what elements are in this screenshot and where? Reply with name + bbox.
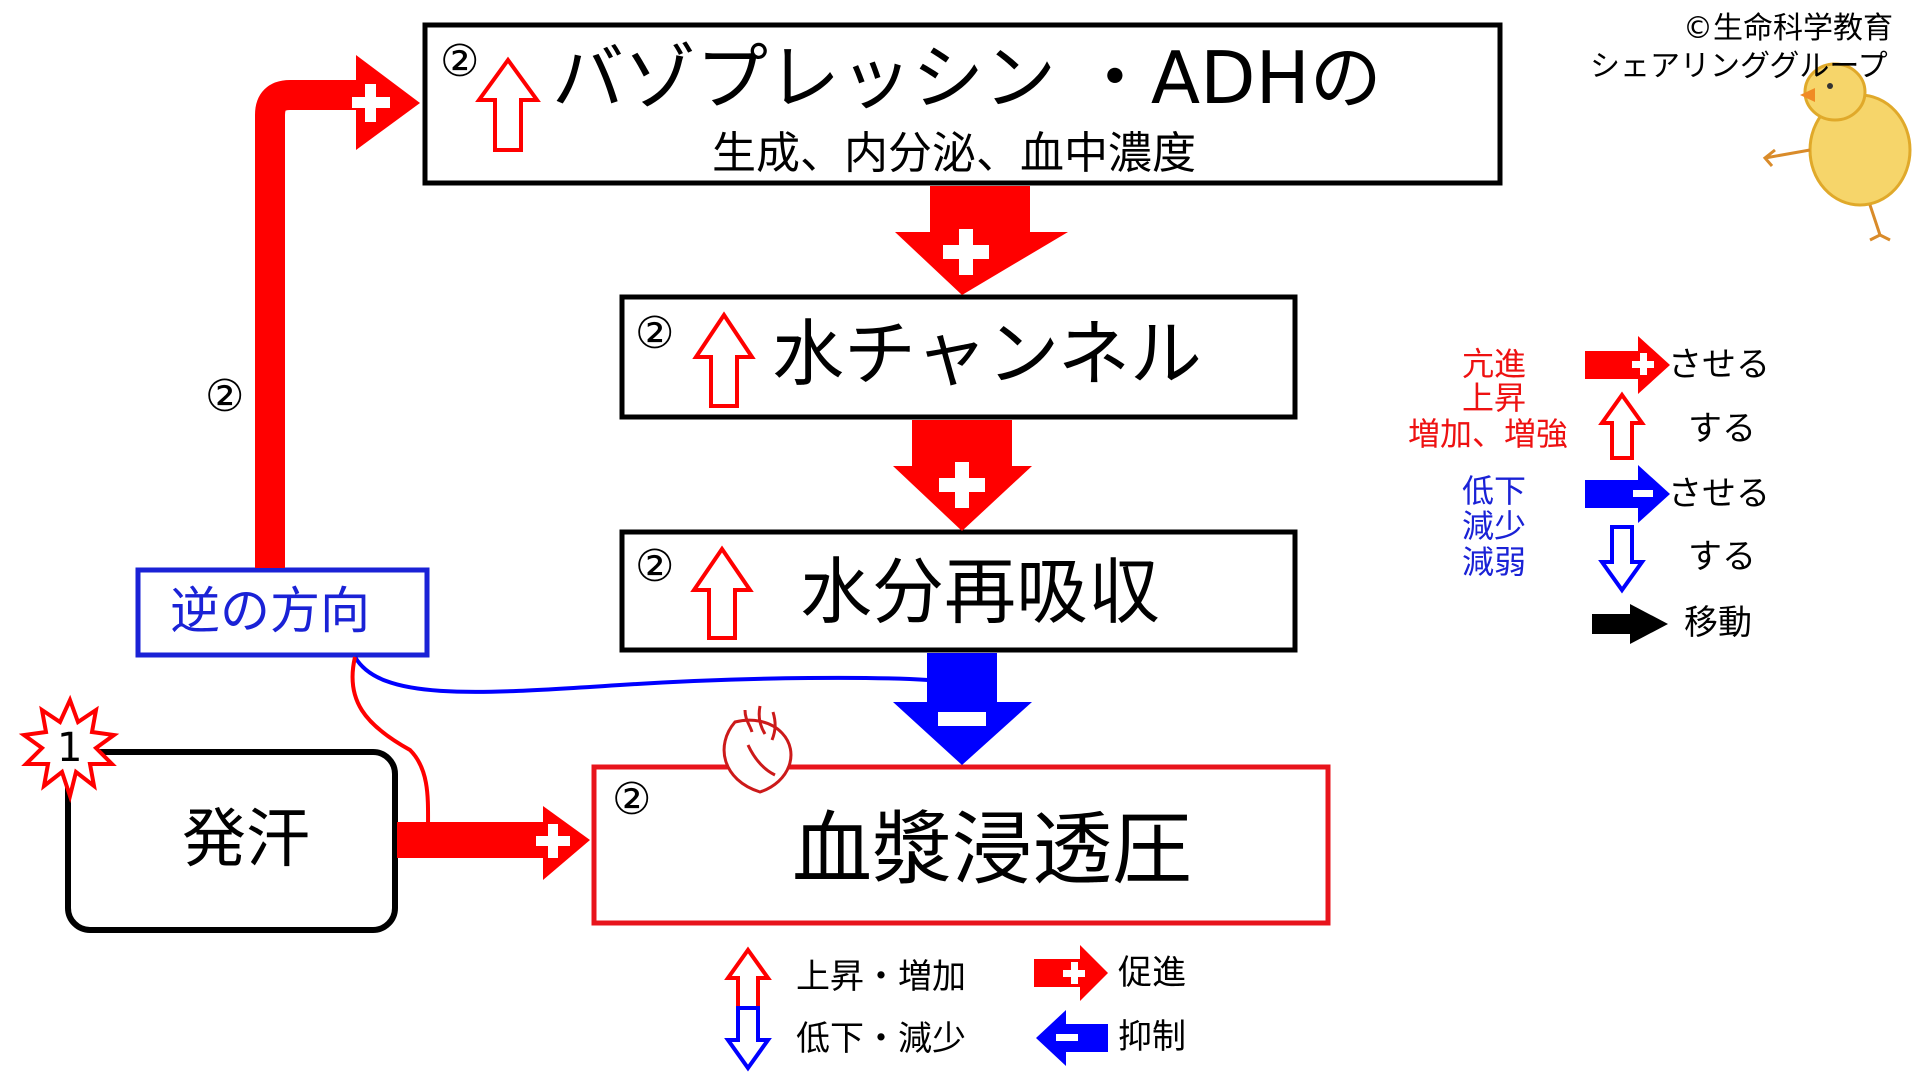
adh-to-channel-head — [895, 232, 1068, 295]
plasma-step-number: ② — [612, 774, 652, 825]
feedback-promote-path — [255, 80, 358, 568]
legend-inhibit-head — [1638, 465, 1670, 523]
sweating-badge-number: 1 — [57, 725, 83, 771]
sweating-box — [65, 749, 398, 933]
feedback-step-number: ② — [205, 371, 245, 422]
channel-to-reabs-shaft — [912, 420, 1012, 468]
copyright-line1: ©生命科学教育 — [1683, 11, 1893, 46]
bottom-inhibit-minus — [1056, 1034, 1078, 1041]
adh-box — [422, 22, 1503, 186]
adh-step-number: ② — [440, 36, 480, 87]
plasma-title: 血漿浸透圧 — [792, 803, 1192, 896]
legend-promote-plus-v — [1640, 353, 1647, 375]
water-channel-step-number: ② — [635, 308, 675, 359]
legend-move-shaft — [1592, 614, 1632, 634]
legend-term-increase: 増加、増強 — [1408, 415, 1569, 453]
adh-to-channel-shaft — [930, 186, 1030, 234]
reverse-red-link — [350, 656, 431, 831]
legend-down-arrow-icon — [1598, 525, 1646, 594]
bottom-legend-inhibit-label: 抑制 — [1118, 1017, 1186, 1057]
legend-promote-shaft — [1585, 351, 1641, 379]
legend-promote-suffix: させる — [1668, 345, 1770, 385]
legend-term-rise: 上昇 — [1462, 379, 1527, 417]
channel-to-reabs-plus-v — [955, 462, 969, 508]
heart-icon — [722, 705, 793, 794]
reabs-to-plasma-shaft — [927, 653, 997, 703]
feedback-plus-v — [365, 84, 376, 122]
bottom-legend-up-label: 上昇・増加 — [796, 957, 966, 997]
reabsorption-step-number: ② — [635, 541, 675, 592]
bottom-up-arrow-icon — [724, 946, 772, 1012]
legend-term-reduce: 減少 — [1462, 507, 1527, 545]
bottom-down-arrow-icon — [724, 1006, 772, 1072]
sweating-title: 発汗 — [182, 803, 310, 877]
adh-up-arrow-icon — [475, 56, 541, 152]
reabs-up-arrow-icon — [690, 545, 754, 640]
reabs-to-plasma-head — [893, 702, 1032, 765]
legend-move-head — [1630, 604, 1668, 644]
legend-down-suffix: する — [1688, 537, 1756, 577]
legend-inhibit-minus — [1633, 490, 1653, 497]
sweat-to-plasma-shaft — [397, 822, 547, 858]
sweat-starburst-icon — [18, 694, 120, 804]
reverse-direction-box — [135, 567, 430, 658]
legend-up-arrow-icon — [1598, 391, 1646, 460]
bottom-promote-plus-v — [1071, 962, 1078, 984]
chick-mascot-icon — [1762, 62, 1912, 242]
bottom-legend-promote-label: 促進 — [1118, 953, 1186, 993]
reverse-direction-title: 逆の方向 — [170, 582, 370, 640]
legend-up-suffix: する — [1688, 409, 1756, 449]
plasma-osmolality-box — [591, 764, 1331, 926]
legend-term-weaken: 減弱 — [1462, 543, 1527, 581]
bottom-promote-head — [1080, 945, 1108, 1001]
sweat-plus-v — [548, 824, 558, 858]
adh-to-channel-plus-v — [959, 229, 973, 275]
adh-subtitle: 生成、内分泌、血中濃度 — [712, 128, 1196, 179]
bottom-legend-down-label: 低下・減少 — [796, 1019, 966, 1059]
adh-title: バゾプレッシン ・ADHの — [552, 36, 1382, 120]
legend-term-decline: 低下 — [1462, 472, 1527, 510]
legend-move-label: 移動 — [1684, 603, 1752, 643]
legend-term-accelerate: 亢進 — [1462, 345, 1527, 383]
copyright-line2: シェアリンググループ — [1590, 49, 1888, 84]
reabs-to-plasma-minus — [938, 712, 986, 726]
legend-inhibit-shaft — [1585, 480, 1641, 508]
reabsorption-title: 水分再吸収 — [800, 550, 1161, 634]
reverse-blue-link — [353, 655, 929, 694]
channel-up-arrow-icon — [692, 311, 756, 408]
bottom-inhibit-head — [1036, 1010, 1066, 1066]
water-channel-title: 水チャンネル — [772, 312, 1202, 396]
legend-inhibit-suffix: させる — [1668, 474, 1770, 514]
